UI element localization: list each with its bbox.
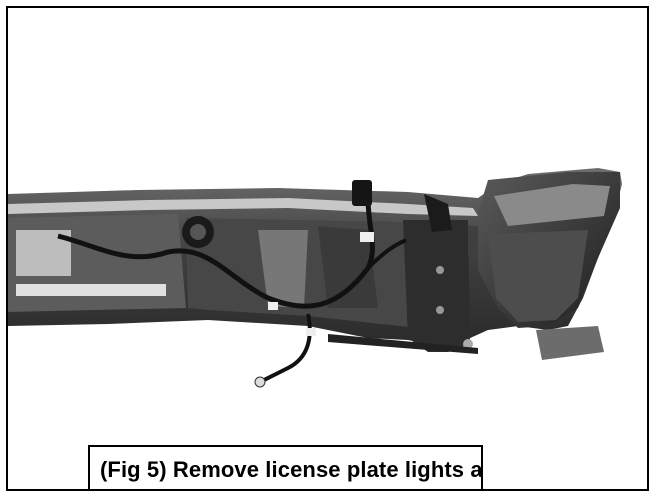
figure-caption-box: (Fig 5) Remove license plate lights and: [88, 445, 483, 489]
figure-caption: (Fig 5) Remove license plate lights and: [100, 457, 483, 482]
figure-frame: (Fig 5) Remove license plate lights and: [6, 6, 649, 491]
bumper-photo: [8, 168, 622, 388]
